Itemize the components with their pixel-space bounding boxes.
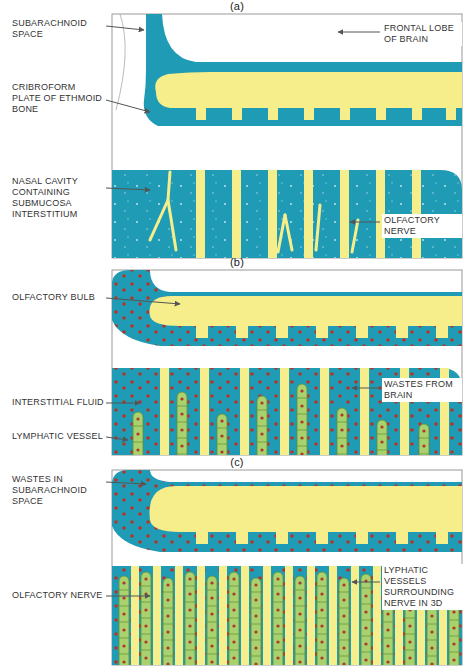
callout-label: WASTES IN SUBARACHNOID SPACE bbox=[12, 474, 104, 507]
callout-label: LYPHATIC VESSELS SURROUNDING NERVE IN 3D bbox=[382, 564, 464, 610]
olfactory-bulb bbox=[149, 296, 462, 326]
olfactory-bulb bbox=[150, 486, 462, 532]
cribriform-holes bbox=[196, 532, 448, 544]
callout-label: INTERSTITIAL FLUID bbox=[12, 397, 104, 408]
callout-label: CRIBROFORM PLATE OF ETHMOID BONE bbox=[12, 82, 104, 115]
callout-label: NASAL CAVITY CONTAINING SUBMUCOSA INTERS… bbox=[12, 176, 104, 220]
subarachnoid-space bbox=[112, 470, 462, 552]
callout-label: OLFACTORY NERVE bbox=[12, 590, 104, 601]
cribriform-holes bbox=[196, 326, 448, 338]
subarachnoid-space bbox=[112, 270, 462, 346]
leader-lines bbox=[106, 26, 380, 596]
cribriform-holes bbox=[196, 108, 456, 120]
panel-letter: (a) bbox=[222, 0, 252, 13]
callout-label: OLFACTORY NERVE bbox=[382, 214, 462, 238]
callout-label: OLFACTORY BULB bbox=[12, 292, 104, 303]
subarachnoid-space bbox=[144, 14, 462, 126]
panel-letter: (c) bbox=[222, 456, 252, 469]
nerve-branches bbox=[150, 172, 358, 252]
panel-a bbox=[112, 14, 462, 258]
callout-label: SUBARACHNOID SPACE bbox=[12, 18, 104, 40]
nasal-cavity bbox=[112, 368, 462, 455]
callout-label: FRONTAL LOBE OF BRAIN bbox=[382, 22, 462, 46]
callout-label: LYMPHATIC VESSEL bbox=[12, 431, 104, 442]
panel-b bbox=[112, 270, 462, 544]
panel-letter: (b) bbox=[222, 256, 252, 269]
nasal-cavity bbox=[112, 170, 462, 258]
callout-label: WASTES FROM BRAIN bbox=[382, 378, 462, 402]
olfactory-bulb bbox=[155, 72, 462, 108]
